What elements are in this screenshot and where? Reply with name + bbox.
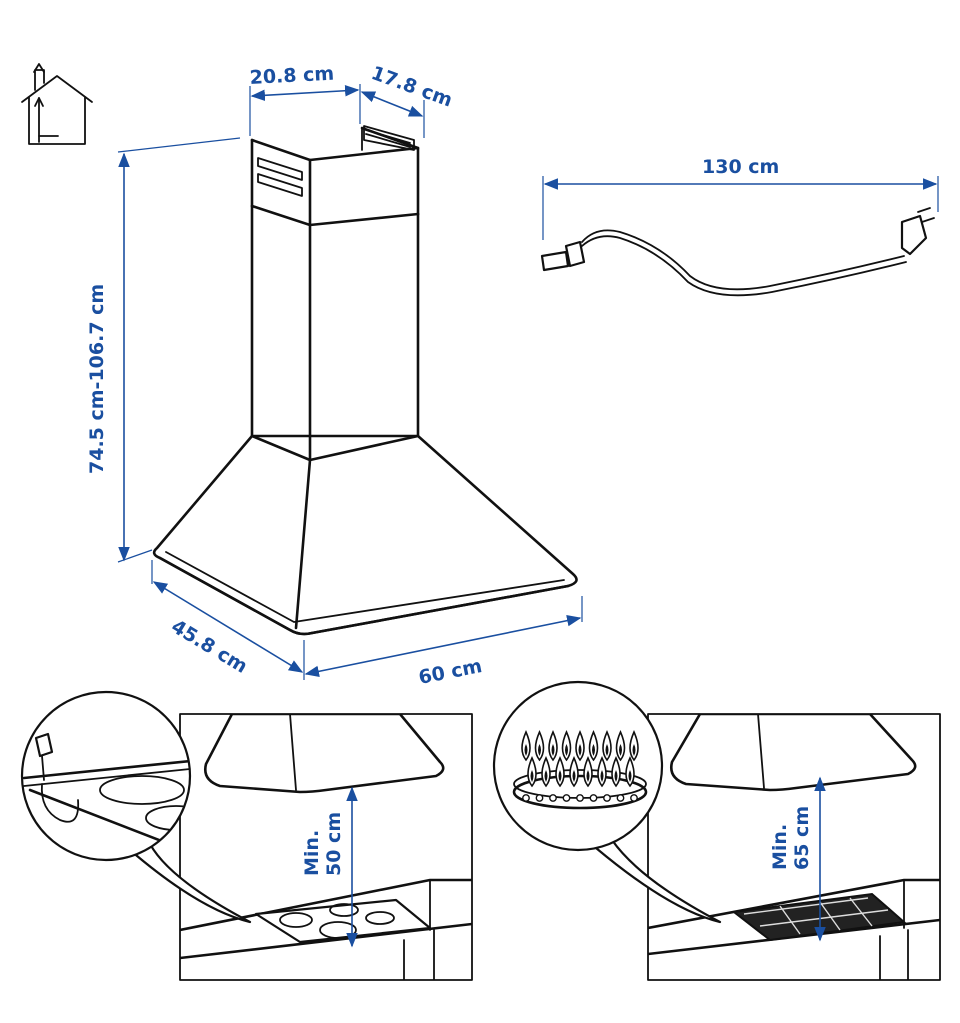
depth-label: 45.8 cm [167,615,251,677]
gas-hob-icon [731,892,907,942]
width-line [304,614,582,678]
electric-hob-icon [254,898,432,944]
gas-clearance-label-1: Min. [769,824,791,870]
electric-clearance-label-1: Min. [301,830,323,876]
duct-width-line [250,84,360,102]
electric-hob-inset: Min. 50 cm [20,690,473,981]
electric-clearance-label-2: 50 cm [323,812,345,876]
flame-icon [521,730,639,788]
power-cord-icon [540,207,935,297]
gas-clearance-label-2: 65 cm [791,806,813,870]
height-label: 74.5 cm-106.7 cm [86,284,108,474]
house-duct-icon [21,63,93,145]
cord-length-label: 130 cm [702,156,779,178]
depth-line [152,581,304,673]
dimension-lines [117,84,939,680]
duct-depth-line [360,91,424,117]
range-hood-drawing [152,125,578,636]
duct-depth-label: 17.8 cm [368,62,455,112]
gas-hob-inset: Min. 65 cm [492,680,941,981]
duct-width-label: 20.8 cm [249,63,335,89]
width-label: 60 cm [417,655,484,689]
